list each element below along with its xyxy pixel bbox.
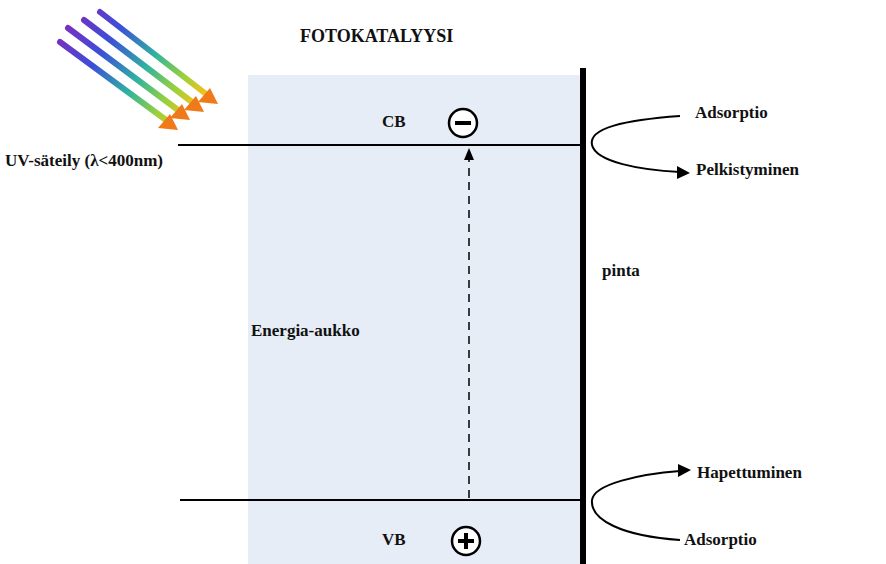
diagram-title: FOTOKATALYYSI — [300, 26, 453, 48]
process-label: Pelkistyminen — [696, 160, 799, 180]
conduction-band-line — [178, 144, 584, 146]
band-label: CB — [382, 112, 406, 132]
process-label: Adsorptio — [684, 530, 757, 550]
reduction-arrowhead — [677, 166, 690, 179]
surface-line — [580, 68, 586, 564]
valence-band-line — [180, 499, 584, 501]
electron-symbol — [449, 109, 477, 137]
band-label: VB — [382, 530, 406, 550]
uv-label: UV-säteily (λ<400nm) — [5, 151, 163, 171]
oxidation-curve — [592, 471, 680, 540]
reduction-curve — [592, 116, 680, 172]
process-label: Hapettuminen — [697, 463, 802, 483]
gap-label: Energia-aukko — [251, 321, 360, 341]
semiconductor-panel: CB Energia-aukkoVB — [248, 75, 582, 564]
oxidation-arrowhead — [678, 464, 691, 477]
hole-symbol — [452, 527, 480, 555]
semiconductor-panel-bg — [248, 75, 582, 564]
process-label: Adsorptio — [695, 103, 768, 123]
uv-ray-heads — [158, 88, 218, 130]
uv-rays — [60, 12, 206, 120]
excitation-arrow — [468, 158, 470, 498]
surface-label: pinta — [602, 261, 640, 281]
excitation-arrowhead — [464, 148, 474, 160]
